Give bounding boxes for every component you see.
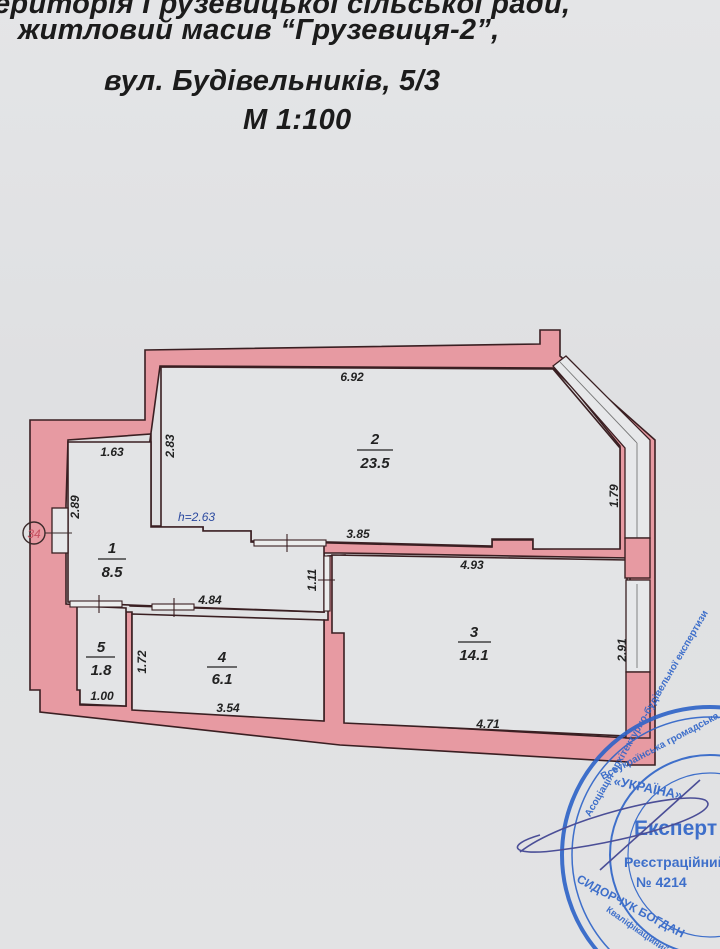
dim-100: 1.00 bbox=[90, 689, 114, 703]
dim-385: 3.85 bbox=[346, 527, 370, 541]
room-5-area: 1.8 bbox=[91, 662, 113, 679]
dim-354: 3.54 bbox=[216, 701, 240, 715]
room-floors bbox=[67, 366, 628, 737]
axis-marker-label: 34 bbox=[27, 527, 41, 541]
door-room-2 bbox=[253, 539, 327, 547]
axis-marker: 34 bbox=[22, 521, 72, 545]
header-scale-line: М 1:100 bbox=[243, 104, 352, 136]
dim-163: 1.63 bbox=[100, 445, 124, 459]
ceiling-height: h=2.63 bbox=[178, 510, 215, 524]
room-2-area: 23.5 bbox=[359, 455, 390, 472]
room-3-floor bbox=[331, 554, 628, 737]
room-4-area: 6.1 bbox=[212, 671, 233, 688]
dim-471: 4.71 bbox=[475, 717, 500, 731]
room-3-area: 14.1 bbox=[459, 647, 488, 664]
dimension-labels: 6.92 1.63 2.83 2.89 h=2.63 3.85 1.79 4.9… bbox=[68, 370, 629, 731]
room-2-floor bbox=[160, 366, 621, 550]
window-room-3 bbox=[625, 579, 651, 673]
dim-484: 4.84 bbox=[197, 593, 222, 607]
dim-283: 2.83 bbox=[163, 434, 177, 459]
stamp-registration: Реєстраційний bbox=[624, 854, 720, 870]
dim-291: 2.91 bbox=[615, 638, 629, 663]
room-2-number: 2 bbox=[370, 431, 380, 448]
header-territory-line: ериторія Грузевицької сільської ради, bbox=[0, 0, 571, 20]
dim-289: 2.89 bbox=[68, 495, 82, 520]
room-1-number: 1 bbox=[108, 540, 116, 557]
door-openings bbox=[69, 534, 335, 617]
dim-692: 6.92 bbox=[340, 370, 364, 384]
room-5-floor bbox=[76, 605, 127, 707]
room-5-number: 5 bbox=[97, 639, 106, 656]
room-1-area: 8.5 bbox=[102, 564, 124, 581]
door-room-4 bbox=[151, 603, 195, 611]
dim-172: 1.72 bbox=[135, 650, 149, 674]
signature bbox=[516, 779, 709, 871]
wall-pier-right bbox=[624, 537, 651, 579]
dim-179: 1.79 bbox=[607, 484, 621, 508]
stamp-expert: Експерт bbox=[634, 817, 717, 840]
room-3-number: 3 bbox=[470, 624, 479, 641]
entry-window-left bbox=[51, 507, 69, 554]
door-room-3 bbox=[323, 555, 331, 612]
dim-111: 1.11 bbox=[305, 568, 319, 591]
windows bbox=[51, 355, 651, 673]
stamp-number: № 4214 bbox=[636, 874, 687, 890]
room-4-number: 4 bbox=[217, 649, 227, 666]
header-district-line: житловий масив “Грузевиця-2”, bbox=[18, 14, 500, 46]
door-room-5 bbox=[69, 600, 123, 608]
dim-493: 4.93 bbox=[459, 558, 484, 572]
header-street-line: вул. Будівельників, 5/3 bbox=[104, 65, 441, 97]
room-labels: 2 23.5 1 8.5 3 14.1 4 6.1 5 1.8 bbox=[86, 431, 491, 688]
